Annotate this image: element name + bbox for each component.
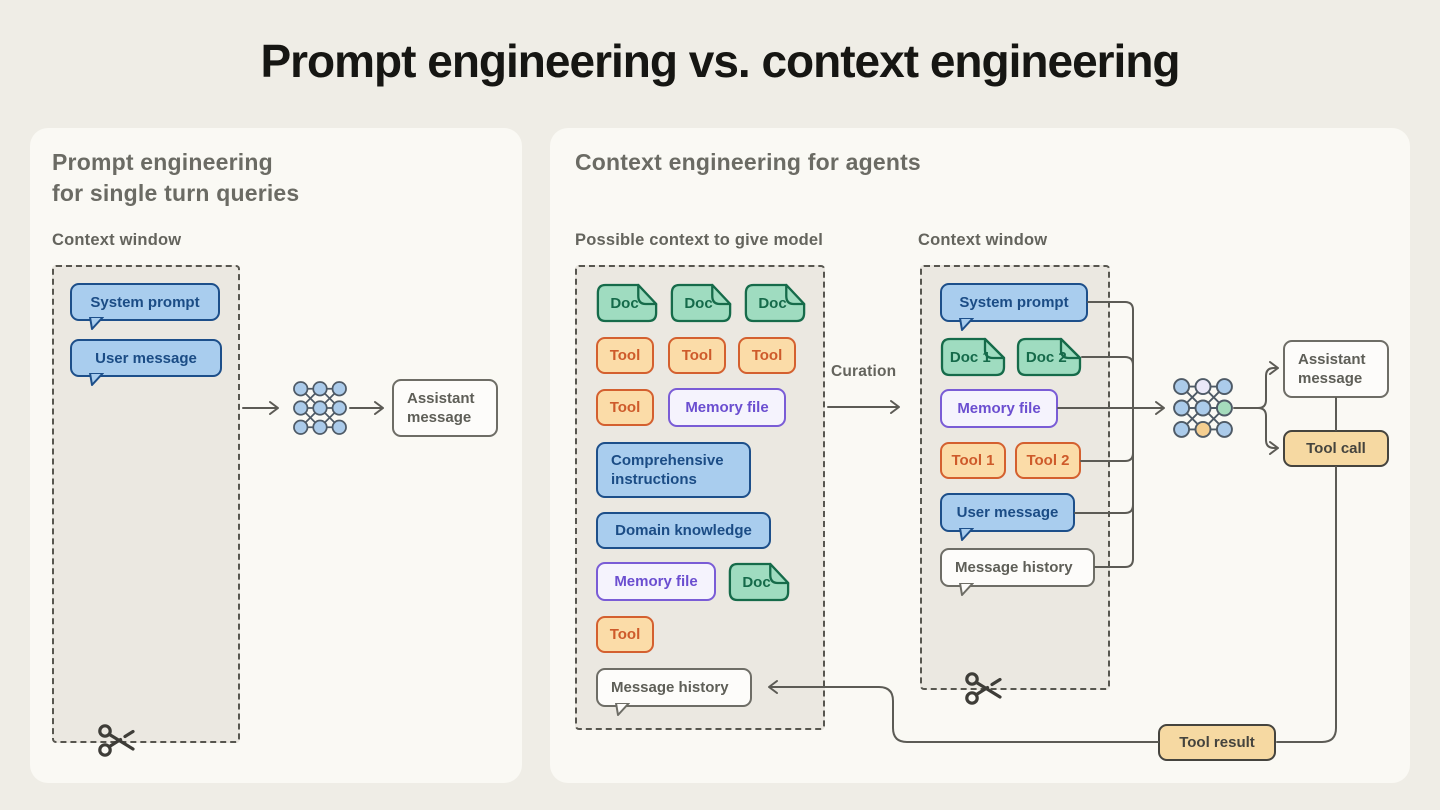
tool-chip: Tool: [596, 616, 654, 653]
system-prompt-chip: System prompt: [70, 283, 220, 330]
document-icon: [728, 562, 790, 602]
page-title: Prompt engineering vs. context engineeri…: [260, 35, 1180, 87]
box-label: Tool result: [1179, 734, 1255, 751]
chip-label: Memory file: [685, 399, 769, 416]
speech-tail-icon: [959, 318, 974, 331]
tool-chip: Tool: [738, 337, 796, 374]
context-window-label: Context window: [918, 231, 1048, 249]
memory-file-chip: Memory file: [668, 388, 786, 427]
chip-label: System prompt: [959, 294, 1069, 311]
tool-chip: Tool: [596, 389, 654, 426]
box-label: Tool call: [1306, 440, 1366, 457]
chip-label: Doc: [758, 294, 787, 312]
heading-line-1: Prompt engineering: [52, 149, 273, 175]
doc-chip: Doc 1: [940, 337, 1006, 377]
chip-label: Tool 2: [1026, 452, 1070, 469]
assistant-message-box: Assistant message: [1283, 340, 1389, 398]
doc-chip: Doc: [728, 562, 790, 602]
tool-chip: Tool 1: [940, 442, 1006, 479]
doc-chip: Doc: [744, 283, 806, 323]
speech-tail-icon: [89, 373, 104, 386]
memory-file-chip: Memory file: [940, 389, 1058, 428]
chip-label: Memory file: [957, 400, 1041, 417]
domain-knowledge-chip: Domain knowledge: [596, 512, 771, 549]
neural-network-icon: [293, 381, 347, 435]
doc-chip: Doc: [670, 283, 732, 323]
tool-chip: Tool 2: [1015, 442, 1081, 479]
tool-chip: Tool: [596, 337, 654, 374]
speech-tail-icon: [959, 583, 974, 596]
scissors-icon: [98, 724, 135, 757]
chip-label: Memory file: [614, 573, 698, 590]
user-message-chip: User message: [940, 493, 1075, 541]
chip-label: Tool: [751, 347, 783, 364]
neural-network-icon: [1173, 378, 1233, 438]
doc-chip: Doc: [596, 283, 658, 323]
system-prompt-chip: System prompt: [940, 283, 1088, 331]
heading-line-2: for single turn queries: [52, 180, 300, 206]
scissors-icon: [965, 672, 1002, 705]
chip-label: Doc 1: [949, 348, 991, 366]
document-icon: [940, 337, 1006, 377]
right-panel-heading: Context engineering for agents: [575, 149, 921, 175]
document-icon: [744, 283, 806, 323]
left-panel-heading: Prompt engineering for single turn queri…: [52, 147, 299, 209]
box-label: Assistant message: [1298, 351, 1366, 387]
assistant-message-box: Assistant message: [392, 379, 498, 437]
box-label: Assistant message: [407, 390, 475, 426]
chip-label: Comprehensive instructions: [611, 452, 724, 488]
chip-label: Tool: [681, 347, 713, 364]
chip-label: Doc: [742, 573, 771, 591]
chip-label: User message: [956, 504, 1059, 521]
message-history-chip: Message history: [940, 548, 1095, 596]
chip-label: Tool: [609, 347, 641, 364]
pool-label: Possible context to give model: [575, 231, 824, 249]
speech-tail-icon: [959, 528, 974, 541]
tool-call-box: Tool call: [1283, 430, 1389, 467]
chip-label: Tool: [609, 399, 641, 416]
speech-tail-icon: [89, 317, 104, 330]
chip-label: Domain knowledge: [615, 522, 752, 539]
chip-label: Tool 1: [951, 452, 995, 469]
user-message-chip: User message: [70, 339, 222, 386]
memory-file-chip: Memory file: [596, 562, 716, 601]
chip-label: Doc: [684, 294, 713, 312]
doc-chip: Doc 2: [1016, 337, 1082, 377]
speech-tail-icon: [615, 703, 630, 716]
chip-label: Message history: [955, 559, 1073, 576]
message-history-chip: Message history: [596, 668, 752, 716]
chip-label: System prompt: [90, 293, 200, 311]
chip-label: Tool: [609, 626, 641, 643]
chip-label: User message: [95, 349, 197, 367]
left-context-window-box: [52, 265, 240, 743]
context-window-label: Context window: [52, 231, 182, 249]
chip-label: Doc 2: [1025, 348, 1067, 366]
curation-label: Curation: [831, 363, 897, 380]
chip-label: Doc: [610, 294, 639, 312]
tool-chip: Tool: [668, 337, 726, 374]
document-icon: [1016, 337, 1082, 377]
tool-result-box: Tool result: [1158, 724, 1276, 761]
document-icon: [670, 283, 732, 323]
comprehensive-instructions-chip: Comprehensive instructions: [596, 442, 751, 498]
document-icon: [596, 283, 658, 323]
chip-label: Message history: [611, 679, 729, 696]
